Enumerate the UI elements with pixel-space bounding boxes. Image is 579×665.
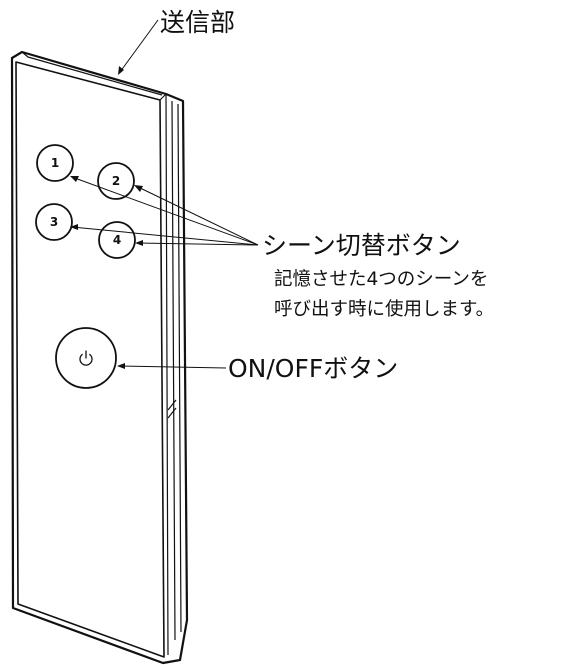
arrow-scene-2 xyxy=(134,185,143,192)
transmitter-label: 送信部 xyxy=(160,8,236,37)
scene-description-line-1: 記憶させた4つのシーンを xyxy=(274,269,489,290)
power-icon xyxy=(79,350,93,366)
scene-button-4-label: 4 xyxy=(113,233,121,247)
scene-description-line-2: 呼び出す時に使用します。 xyxy=(274,299,495,320)
arrow-transmitter xyxy=(118,66,124,75)
leader-power xyxy=(117,365,227,369)
remote-top-edge xyxy=(21,51,163,96)
scene-button-3-label: 3 xyxy=(50,215,58,229)
arrow-scene-4 xyxy=(135,240,143,246)
scene-button-2-label: 2 xyxy=(112,174,120,188)
scene-button-1[interactable]: 1 xyxy=(36,144,74,182)
arrow-power xyxy=(117,363,125,369)
remote-front-face xyxy=(15,61,165,658)
arrow-scene-3 xyxy=(70,224,78,230)
leader-lines xyxy=(71,19,259,369)
scene-button-3[interactable]: 3 xyxy=(35,203,73,241)
scene-button-1-label: 1 xyxy=(51,156,59,170)
remote-side-joint xyxy=(167,399,177,419)
arrow-scene-1 xyxy=(70,176,79,182)
arrowheads xyxy=(70,66,143,369)
scene-button-4[interactable]: 4 xyxy=(98,221,136,259)
scene-description: 記憶させた4つのシーンを 呼び出す時に使用します。 xyxy=(274,265,494,325)
leader-scene-4 xyxy=(136,242,259,246)
leader-scene-2 xyxy=(135,185,259,246)
leader-scene-1 xyxy=(71,176,259,246)
remote-side-edge xyxy=(159,93,182,656)
leader-transmitter xyxy=(119,19,159,73)
leader-scene-3 xyxy=(71,226,259,246)
power-button-label: ON/OFFボタン xyxy=(228,354,399,383)
power-button[interactable] xyxy=(55,327,117,389)
scene-buttons-label: シーン切替ボタン xyxy=(262,231,461,260)
